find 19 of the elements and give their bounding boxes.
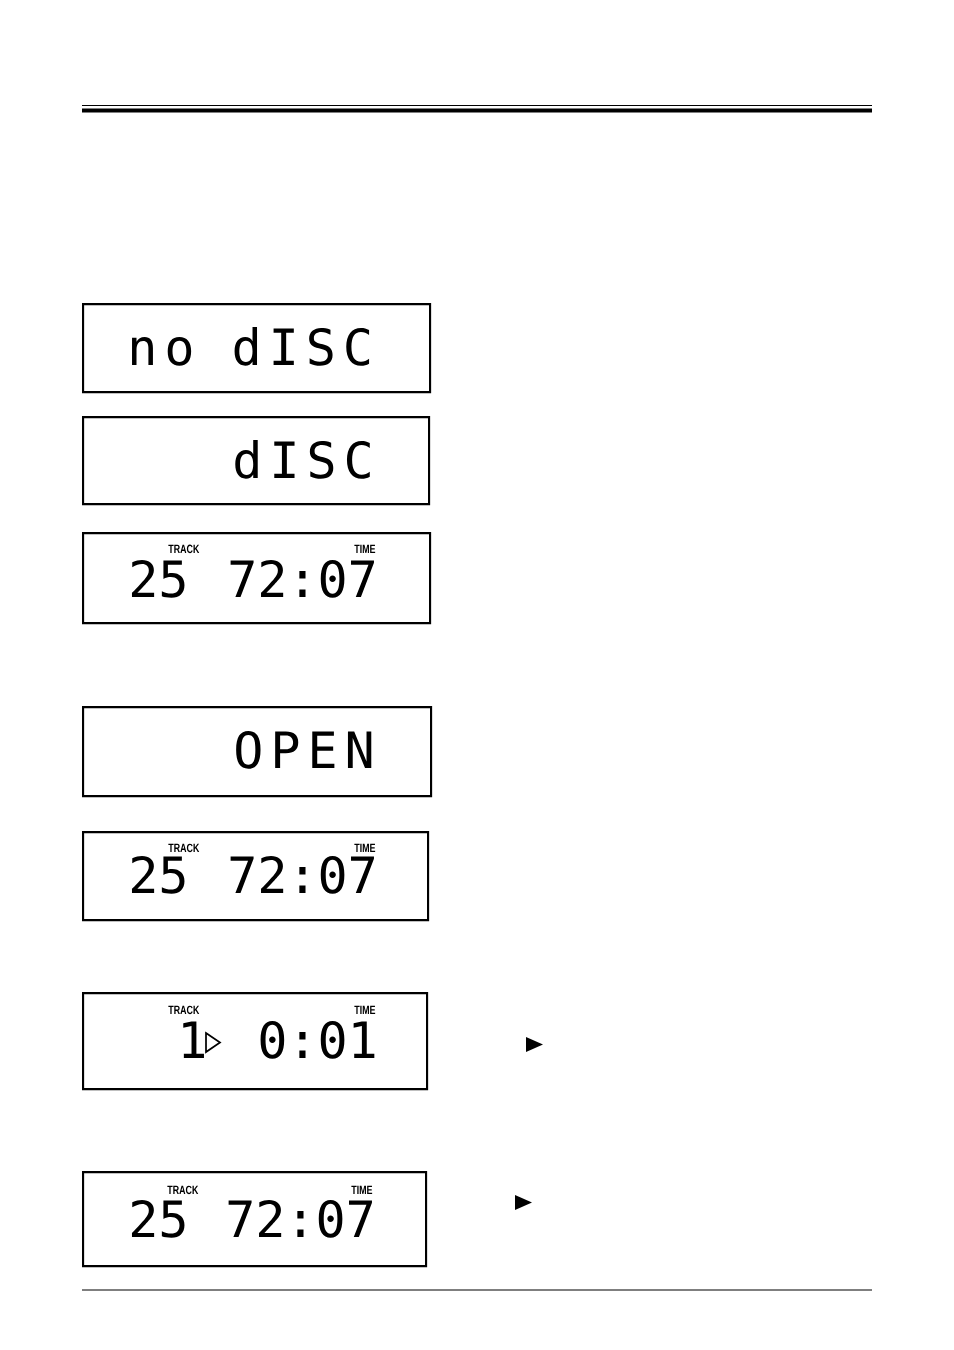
track-label: TRACK (168, 1005, 200, 1015)
time-readout: 72:07 (228, 1199, 372, 1238)
track-label: TRACK (168, 544, 200, 554)
time-readout: 72:07 (230, 855, 374, 894)
time-label: TIME (354, 544, 376, 553)
time-label: TIME (351, 1185, 373, 1194)
track-label: TRACK (168, 843, 200, 853)
display-readout: OPEN (236, 730, 372, 769)
time-label: TIME (354, 1005, 376, 1014)
display-readout: dISC (235, 440, 370, 479)
time-label: TIME (354, 843, 376, 852)
track-number: 25 (131, 1199, 185, 1238)
time-readout: 0:01 (260, 1020, 375, 1059)
time-readout: 72:07 (230, 559, 374, 598)
track-number: 25 (131, 559, 185, 598)
track-label: TRACK (167, 1185, 199, 1195)
display-readout: no dISC (132, 327, 370, 366)
track-number: 25 (131, 855, 185, 894)
track-number: 1 (183, 1021, 204, 1058)
